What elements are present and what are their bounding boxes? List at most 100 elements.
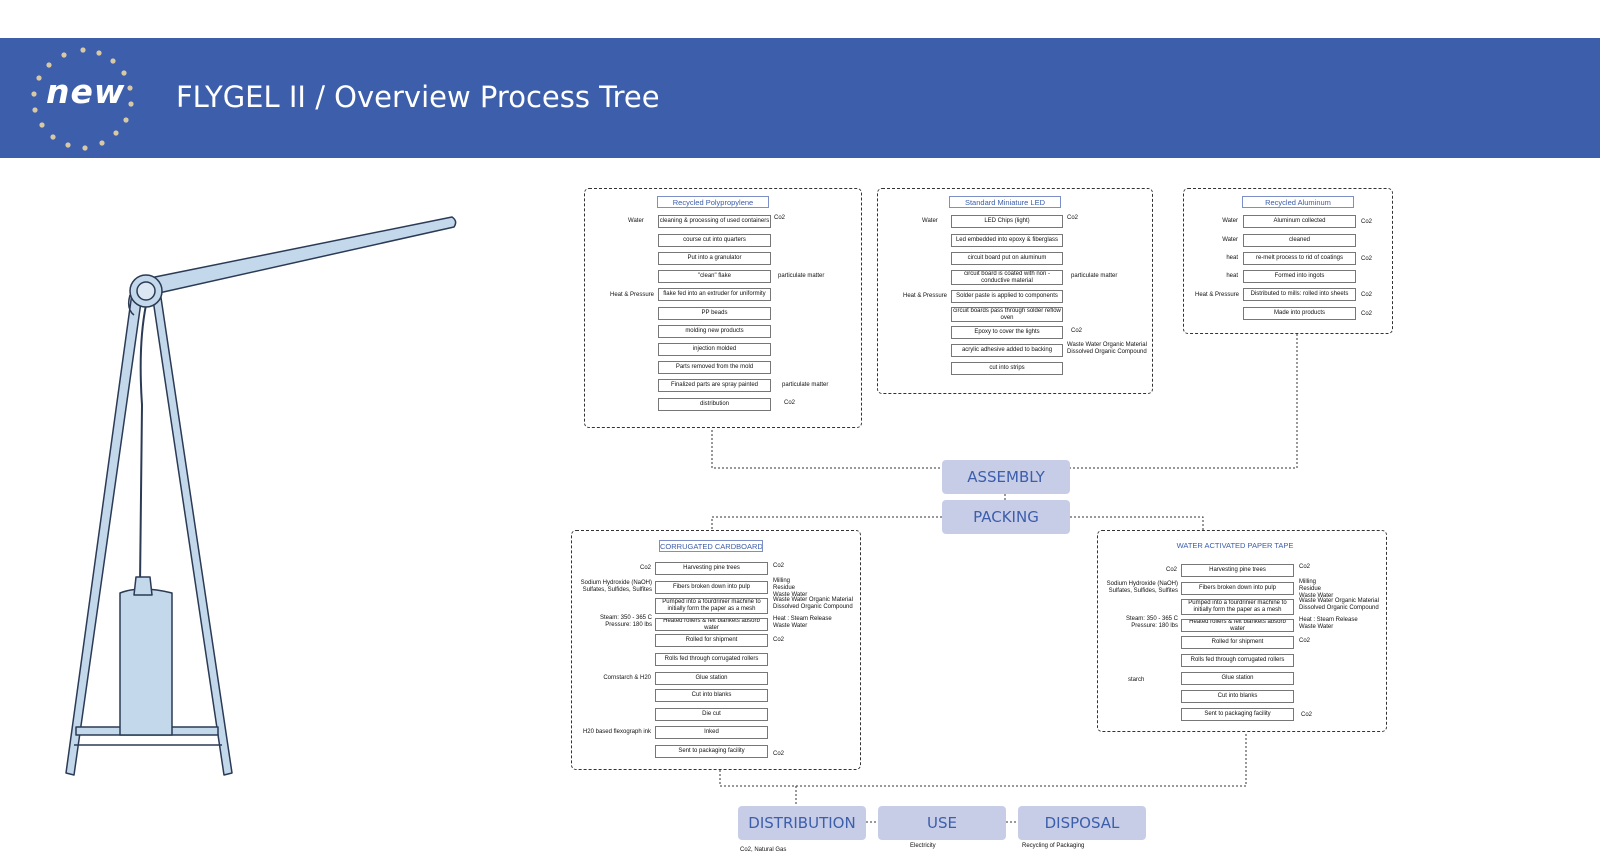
input-label: Water	[628, 218, 644, 224]
process-step: re-melt process to rid of coatings	[1243, 252, 1356, 265]
page-title: FLYGEL II / Overview Process Tree	[176, 80, 660, 114]
tape-group	[1097, 530, 1387, 732]
output-label: Milling Residue Waste Water	[773, 578, 808, 598]
process-step: molding new products	[658, 325, 771, 338]
process-step: Heated rollers & felt blankets absorb wa…	[655, 618, 768, 631]
output-label: Waste Water Organic Material Dissolved O…	[773, 597, 853, 610]
output-label: particulate matter	[782, 382, 829, 388]
tape-title: WATER ACTIVATED PAPER TAPE	[1175, 540, 1295, 552]
use-stage: USE	[878, 806, 1006, 840]
output-label: Co2	[1361, 292, 1373, 298]
process-step: Rolls fed through corrugated rollers	[1181, 654, 1294, 667]
process-step: circuit board put on aluminum	[951, 252, 1063, 265]
input-label: Heat & Pressure	[610, 292, 655, 298]
output-label: particulate matter	[1071, 273, 1118, 279]
output-label: Co2	[1299, 564, 1311, 570]
input-label: H20 based flexograph ink	[582, 729, 651, 735]
input-label: Water	[922, 218, 938, 224]
input-label: Cornstarch & H20	[603, 675, 651, 681]
input-label: starch	[1128, 677, 1145, 683]
process-step: Die cut	[655, 708, 768, 721]
cardboard-group	[571, 530, 861, 770]
process-step: flake fed into an extruder for uniformit…	[658, 288, 771, 301]
input-label: Steam: 350 - 365 C Pressure: 180 lbs	[599, 615, 652, 628]
distribution-note: Co2, Natural Gas	[740, 847, 787, 853]
output-label: Co2	[1361, 311, 1373, 317]
process-step: Heated rollers & felt blankets absorb wa…	[1181, 619, 1294, 632]
process-step: Distributed to mills: rolled into sheets	[1243, 288, 1356, 301]
use-note: Electricity	[910, 843, 936, 849]
output-label: Co2	[1067, 215, 1079, 221]
input-label: Heat & Pressure	[903, 293, 948, 299]
process-step: Rolls fed through corrugated rollers	[655, 653, 768, 666]
output-label: Co2	[774, 215, 786, 221]
starburst-badge-icon	[31, 47, 134, 151]
cardboard-title: CORRUGATED CARDBOARD	[659, 540, 763, 552]
output-label: Co2	[773, 751, 785, 757]
output-label: Co2	[1361, 219, 1373, 225]
process-step: Cut into blanks	[655, 689, 768, 702]
process-step: "clean" flake	[658, 270, 771, 283]
process-step: acrylic adhesive added to backing	[951, 344, 1063, 357]
output-label: Waste Water Organic Material Dissolved O…	[1067, 342, 1147, 355]
process-step: Solder paste is applied to components	[951, 290, 1063, 303]
process-step: PP beads	[658, 307, 771, 320]
process-step: Parts removed from the mold	[658, 361, 771, 374]
process-step: circuit board is coated with non - condu…	[951, 270, 1063, 285]
output-label: Heat : Steam Release Waste Water	[773, 616, 832, 629]
process-step: Pumped into a fourdrinier machine to ini…	[655, 598, 768, 614]
process-step: cleaning & processing of used containers	[658, 215, 771, 228]
polypropylene-title: Recycled Polypropylene	[657, 196, 769, 208]
output-label: Heat : Steam Release Waste Water	[1299, 617, 1358, 630]
polypropylene-group	[584, 188, 862, 428]
process-step: Put into a granulator	[658, 252, 771, 265]
input-label: Water	[1222, 237, 1238, 243]
output-label: Co2	[784, 400, 796, 406]
output-label: Co2	[1361, 256, 1373, 262]
lamp-illustration	[65, 216, 457, 776]
process-step: Made into products	[1243, 307, 1356, 320]
process-step: Sent to packaging facility	[1181, 708, 1294, 721]
output-label: particulate matter	[778, 273, 825, 279]
process-step: circuit boards pass through solder reflo…	[951, 307, 1063, 322]
header-banner	[0, 38, 1600, 158]
input-label: Co2	[639, 565, 651, 571]
assembly-stage: ASSEMBLY	[942, 460, 1070, 494]
process-step: Pumped into a fourdrinier machine to ini…	[1181, 599, 1294, 615]
process-step: cleaned	[1243, 234, 1356, 247]
process-step: Finalized parts are spray painted	[658, 379, 771, 392]
input-label: heat	[1226, 255, 1238, 261]
process-step: Fibers broken down into pulp	[1181, 582, 1294, 595]
process-step: distribution	[658, 398, 771, 411]
led-title: Standard Miniature LED	[949, 196, 1061, 208]
process-step: LED Chips (light)	[951, 215, 1063, 228]
process-step: Rolled for shipment	[1181, 636, 1294, 649]
input-label: Water	[1222, 218, 1238, 224]
process-step: Epoxy to cover the lights	[951, 326, 1063, 339]
output-label: Milling Residue Waste Water	[1299, 579, 1334, 599]
process-step: Aluminum collected	[1243, 215, 1356, 228]
process-step: injection molded	[658, 343, 771, 356]
process-step: Formed into ingots	[1243, 270, 1356, 283]
input-label: Sodium Hydroxide (NaOH) Sulfates, Sulfid…	[580, 580, 652, 593]
process-step: Fibers broken down into pulp	[655, 581, 768, 594]
output-label: Co2	[773, 563, 785, 569]
badge-label: new	[46, 72, 126, 111]
process-step: Harvesting pine trees	[1181, 564, 1294, 577]
output-label: Waste Water Organic Material Dissolved O…	[1299, 598, 1379, 611]
process-step: course cut into quarters	[658, 234, 771, 247]
process-step: Inked	[655, 726, 768, 739]
input-label: Co2	[1165, 567, 1177, 573]
aluminum-title: Recycled Aluminum	[1242, 196, 1354, 208]
process-step: Led embedded into epoxy & fiberglass	[951, 234, 1063, 247]
input-label: Sodium Hydroxide (NaOH) Sulfates, Sulfid…	[1106, 581, 1178, 594]
output-label: Co2	[773, 637, 785, 643]
process-step: Glue station	[1181, 672, 1294, 685]
input-label: Steam: 350 - 365 C Pressure: 180 lbs	[1125, 616, 1178, 629]
process-step: Harvesting pine trees	[655, 562, 768, 575]
disposal-note: Recycling of Packaging	[1022, 843, 1085, 849]
process-step: Glue station	[655, 672, 768, 685]
distribution-stage: DISTRIBUTION	[738, 806, 866, 840]
process-step: Rolled for shipment	[655, 634, 768, 647]
input-label: Heat & Pressure	[1195, 292, 1240, 298]
